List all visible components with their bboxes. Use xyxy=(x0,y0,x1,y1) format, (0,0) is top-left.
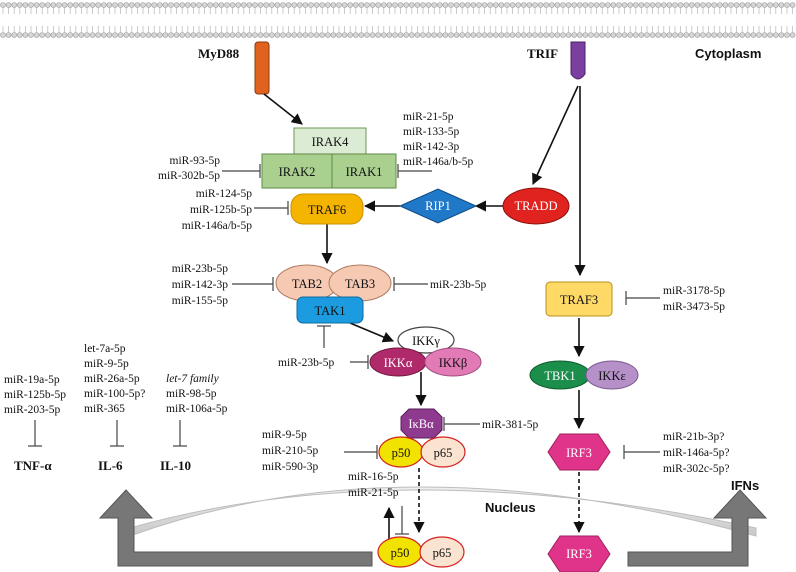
ikka-label: IKKα xyxy=(384,356,413,370)
irf3-mirna-1: miR-21b-3p? xyxy=(663,431,724,443)
traf6-node xyxy=(290,193,364,225)
irak1-mirna-3: miR-142-3p xyxy=(403,141,459,153)
tnf-alpha-label: TNF-α xyxy=(14,458,52,473)
ikba-mirna-1: miR-381-5p xyxy=(482,419,538,431)
myd88-label: MyD88 xyxy=(198,46,240,61)
ikkb-label: IKKβ xyxy=(439,356,468,370)
nuclear-mirna-1: miR-16-5p xyxy=(348,471,399,483)
il6-mirna-4: miR-100-5p? xyxy=(84,388,145,400)
p50-mirna-1: miR-9-5p xyxy=(262,429,307,441)
p50-label: p50 xyxy=(392,446,411,460)
irak2-label: IRAK2 xyxy=(279,165,316,179)
tradd-node xyxy=(502,187,570,225)
inhibition-lines xyxy=(28,164,660,535)
cytokine-output-arrow xyxy=(98,489,373,567)
nucleus-envelope xyxy=(129,486,757,537)
irf3-mirna-3: miR-302c-5p? xyxy=(663,463,729,475)
tradd-label: TRADD xyxy=(514,199,557,213)
irak1-label: IRAK1 xyxy=(346,165,383,179)
il6-mirna-1: let-7a-5p xyxy=(84,343,126,355)
tab2-label: TAB2 xyxy=(292,277,322,291)
irf3-node xyxy=(547,433,611,471)
irf3-label: IRF3 xyxy=(566,446,592,460)
tak1-label: TAK1 xyxy=(315,304,346,318)
il10-label: IL-10 xyxy=(160,458,191,473)
traf6-mirna-2: miR-125b-5p xyxy=(190,204,252,216)
il6-mirna-2: miR-9-5p xyxy=(84,358,129,370)
trif-label: TRIF xyxy=(527,46,558,61)
nucleus-label: Nucleus xyxy=(485,500,536,515)
tnf-mirna-3: miR-203-5p xyxy=(4,404,60,416)
traf3-node xyxy=(545,281,613,317)
p65-label: p65 xyxy=(434,446,453,460)
cytoplasm-label: Cytoplasm xyxy=(695,46,761,61)
irak1-mirna-4: miR-146a/b-5p xyxy=(403,156,474,168)
traf3-label: TRAF3 xyxy=(560,293,598,307)
irf3-nuclear-node xyxy=(547,535,611,572)
tak1-node xyxy=(296,296,364,324)
irf3-nuclear-label: IRF3 xyxy=(566,547,592,561)
rip1-label: RIP1 xyxy=(425,199,451,213)
ikkg-node xyxy=(397,326,455,354)
traf6-mirna-1: miR-124-5p xyxy=(196,188,252,200)
il6-mirna-3: miR-26a-5p xyxy=(84,373,140,385)
tab2-mirna-2: miR-142-3p xyxy=(172,279,228,291)
ikkb-node xyxy=(424,347,482,377)
irak4-node xyxy=(293,127,367,155)
il10-mirna-1: miR-98-5p xyxy=(166,388,217,400)
traf6-label: TRAF6 xyxy=(308,203,346,217)
p50-mirna-2: miR-210-5p xyxy=(262,445,318,457)
irak1-mirna-2: miR-133-5p xyxy=(403,126,459,138)
tnf-mirna-2: miR-125b-5p xyxy=(4,389,66,401)
irak4-label: IRAK4 xyxy=(312,135,350,149)
traf3-mirna-1: miR-3178-5p xyxy=(663,285,725,297)
tab3-label: TAB3 xyxy=(345,277,375,291)
irak2-node xyxy=(261,153,333,189)
il6-mirna-5: miR-365 xyxy=(84,403,125,415)
il10-mirna-2: miR-106a-5p xyxy=(166,403,228,415)
rip1-node xyxy=(398,188,478,224)
p65-node xyxy=(420,436,466,468)
ikke-label: IKKε xyxy=(598,369,625,383)
ikka-mirna-1: miR-23b-5p xyxy=(278,357,334,369)
il6-label: IL-6 xyxy=(98,458,123,473)
irak2-mirna-1: miR-93-5p xyxy=(170,155,221,167)
ikkg-label: IKKγ xyxy=(412,334,440,348)
tnf-mirna-1: miR-19a-5p xyxy=(4,374,60,386)
signal-arrows xyxy=(263,85,586,540)
p50-mirna-3: miR-590-3p xyxy=(262,461,318,473)
irak1-node xyxy=(331,153,397,189)
nuclear-mirna-2: miR-21-5p xyxy=(348,487,399,499)
irak2-mirna-2: miR-302b-5p xyxy=(158,170,220,182)
myd88-adaptor xyxy=(254,41,270,95)
il10-mirna-family: let-7 family xyxy=(166,373,220,385)
ifns-label: IFNs xyxy=(731,478,759,493)
p65-nuclear-node xyxy=(419,536,465,568)
tab3-mirna-1: miR-23b-5p xyxy=(430,279,486,291)
tbk1-label: TBK1 xyxy=(544,369,575,383)
cell-membrane xyxy=(0,2,796,38)
p50-nuclear-label: p50 xyxy=(391,546,410,560)
irf3-mirna-2: miR-146a-5p? xyxy=(663,447,729,459)
irak1-mirna-1: miR-21-5p xyxy=(403,111,454,123)
traf3-mirna-2: miR-3473-5p xyxy=(663,301,725,313)
trif-adaptor xyxy=(570,41,586,80)
p65-nuclear-label: p65 xyxy=(433,546,452,560)
ikke-node xyxy=(585,360,639,390)
tab2-mirna-1: miR-23b-5p xyxy=(172,263,228,275)
ikba-label: IκBα xyxy=(408,417,434,431)
tab2-mirna-3: miR-155-5p xyxy=(172,295,228,307)
traf6-mirna-3: miR-146a/b-5p xyxy=(182,220,253,232)
ifn-output-arrow xyxy=(627,489,768,567)
